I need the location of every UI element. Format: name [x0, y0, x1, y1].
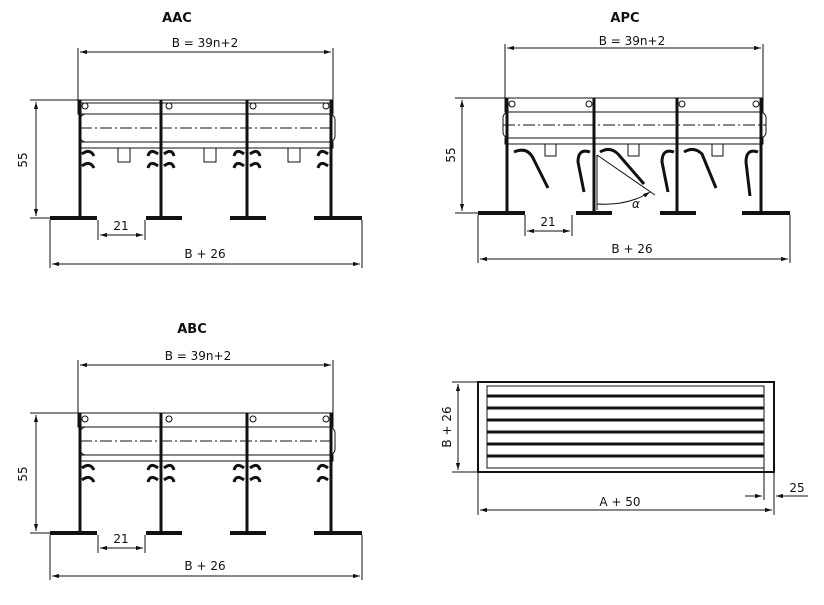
- overall-label: B + 26: [611, 242, 652, 256]
- width-label: B = 39n+2: [172, 36, 238, 50]
- width-label: A + 50: [599, 495, 640, 509]
- outer-frame: [477, 381, 775, 473]
- flanges: [50, 216, 362, 220]
- section-title: APC: [610, 11, 639, 26]
- overall-label: B + 26: [184, 559, 225, 573]
- height-label: 55: [16, 466, 30, 481]
- pitch-label: 21: [113, 532, 128, 546]
- angle-indicator: α: [596, 154, 656, 211]
- section-apc: APC B = 39n+2 55: [444, 11, 791, 263]
- slot-tabs: [117, 147, 301, 163]
- bolt-heads: [508, 100, 760, 108]
- width-label: B = 39n+2: [599, 34, 665, 48]
- bolt-heads: [81, 415, 330, 423]
- section-aac: AAC B = 39n+2 55: [16, 11, 363, 268]
- slot-tabs: [544, 143, 724, 157]
- flanges: [50, 531, 362, 535]
- height-label: B + 26: [440, 406, 454, 447]
- frame-top-rail: [77, 412, 334, 428]
- angle-label: α: [632, 197, 640, 211]
- blade-clips: [81, 149, 329, 169]
- front-view: B + 26 A + 50 25: [440, 381, 808, 515]
- frame-top-rail: [77, 99, 334, 115]
- height-label: 55: [16, 152, 30, 167]
- bolt-heads: [81, 102, 330, 110]
- frame-label: 25: [789, 481, 804, 495]
- pitch-label: 21: [113, 219, 128, 233]
- section-title: AAC: [162, 11, 192, 26]
- mullions: [78, 413, 333, 533]
- inner-frame: [486, 385, 765, 469]
- height-label: 55: [444, 147, 458, 162]
- frame-top-rail: [504, 97, 764, 113]
- mullions: [505, 98, 763, 213]
- section-abc: ABC B = 39n+2 55: [16, 322, 363, 580]
- width-label: B = 39n+2: [165, 349, 231, 363]
- overall-label: B + 26: [184, 247, 225, 261]
- section-title: ABC: [177, 322, 207, 337]
- pitch-label: 21: [540, 215, 555, 229]
- front-blades: [487, 394, 764, 458]
- flanges: [478, 211, 790, 215]
- tilted-blades: [513, 147, 759, 197]
- blade-clips: [81, 463, 329, 483]
- mullions: [78, 100, 333, 218]
